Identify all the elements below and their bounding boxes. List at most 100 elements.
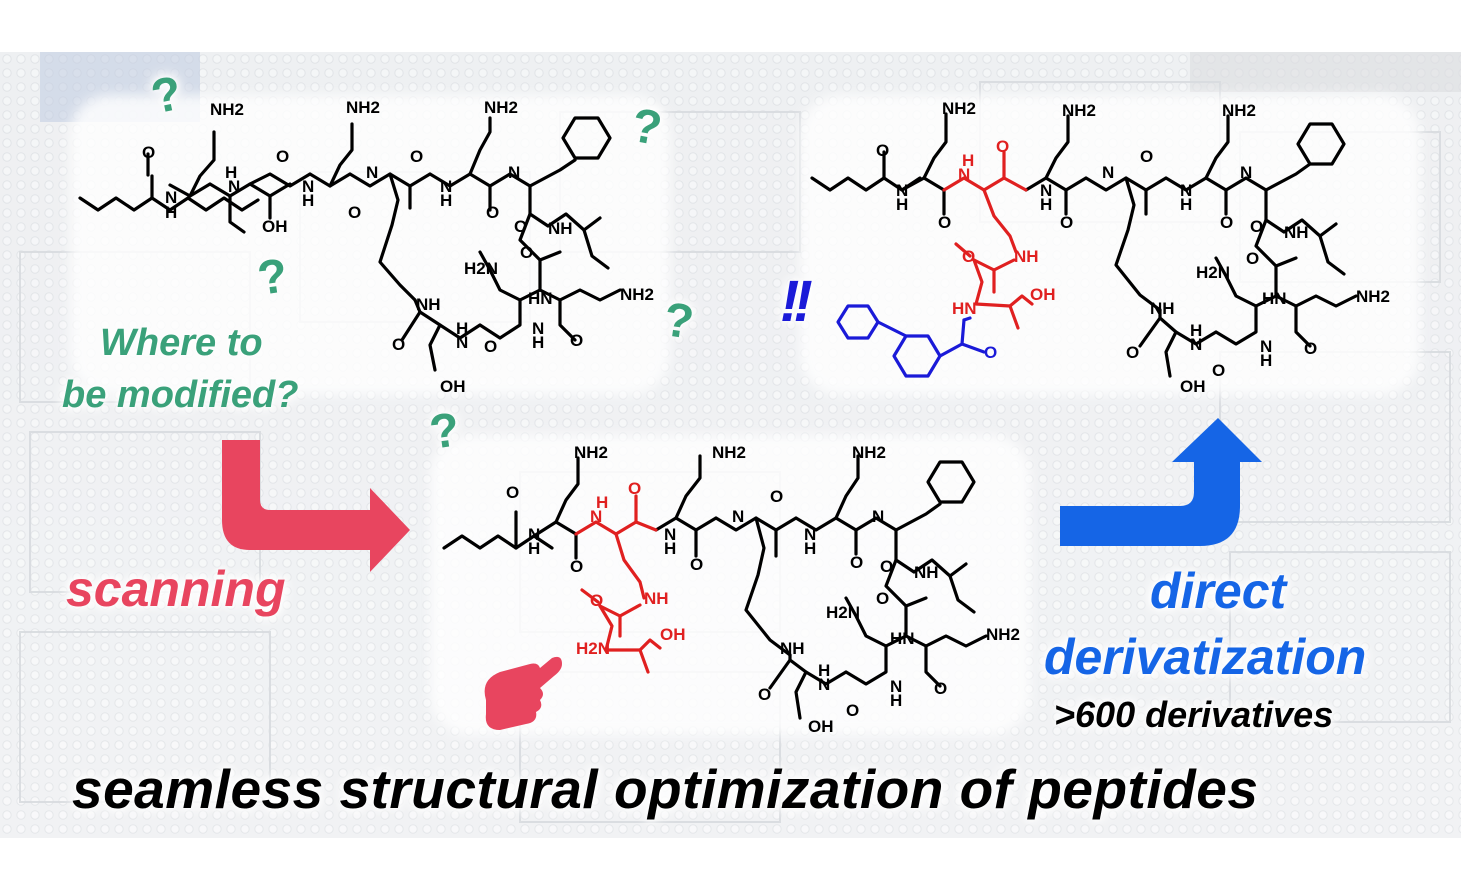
svg-text:O: O [1250,217,1263,236]
peptide-original [78,116,622,372]
svg-text:NH2: NH2 [346,98,380,117]
where-to-modify-text: Where to [100,322,263,364]
svg-text:HN: HN [890,629,915,648]
svg-text:NH2: NH2 [852,443,886,462]
svg-text:O: O [876,141,889,160]
scanning-label: scanning [66,561,286,617]
where-to-modify-text-line2: be modified? [62,374,299,416]
svg-text:H: H [890,691,902,710]
derivatives-count: >600 derivatives [1054,694,1334,735]
svg-text:O: O [392,335,405,354]
svg-text:O: O [996,137,1009,156]
svg-text:H2N: H2N [576,639,610,658]
svg-text:O: O [1060,213,1073,232]
svg-text:O: O [1126,343,1139,362]
svg-text:O: O [880,557,893,576]
svg-text:N: N [1260,337,1272,356]
svg-text:NH2: NH2 [574,443,608,462]
svg-text:O: O [590,591,603,610]
svg-text:O: O [876,589,889,608]
svg-text:N: N [818,675,830,694]
svg-text:N: N [228,177,240,196]
svg-text:O: O [934,679,947,698]
svg-text:H: H [528,539,540,558]
svg-text:H: H [532,333,544,352]
svg-text:O: O [486,203,499,222]
svg-text:O: O [410,147,423,166]
svg-text:NH2: NH2 [1356,287,1390,306]
svg-text:O: O [570,557,583,576]
svg-text:N: N [732,507,744,526]
svg-text:H: H [1260,351,1272,370]
svg-text:OH: OH [808,717,834,736]
svg-text:N: N [508,163,520,182]
svg-text:OH: OH [262,217,288,236]
svg-text:OH: OH [440,377,466,396]
svg-text:O: O [984,343,997,362]
svg-text:N: N [532,319,544,338]
svg-text:O: O [1246,249,1259,268]
svg-text:O: O [962,247,975,266]
biphenyl-group [836,304,986,378]
svg-text:N: N [890,677,902,696]
svg-text:HN: HN [528,289,553,308]
svg-text:N: N [1040,181,1052,200]
peptide-scanned [442,454,988,720]
svg-text:H: H [440,191,452,210]
svg-text:O: O [758,685,771,704]
svg-text:O: O [348,203,361,222]
svg-text:NH2: NH2 [712,443,746,462]
peptide-derivatized-modification [942,150,1034,330]
svg-text:N: N [1190,335,1202,354]
svg-text:O: O [570,331,583,350]
svg-text:NH: NH [1014,247,1039,266]
svg-text:N: N [1180,181,1192,200]
svg-text:O: O [1140,147,1153,166]
svg-text:H: H [1190,321,1202,340]
svg-text:H: H [896,195,908,214]
svg-text:H: H [962,151,974,170]
svg-text:NH: NH [780,639,805,658]
svg-text:O: O [690,555,703,574]
svg-text:HN: HN [952,299,977,318]
exclamation-mark: !! [780,269,813,334]
svg-text:O: O [938,213,951,232]
svg-text:N: N [165,188,177,207]
curved-arrow-right-icon [222,440,410,572]
svg-text:OH: OH [1030,285,1056,304]
svg-text:N: N [440,177,452,196]
svg-text:NH2: NH2 [942,99,976,118]
bottom-title: seamless structural optimization of pept… [72,758,1259,820]
svg-text:O: O [770,487,783,506]
peptide-derivatized [810,112,1358,378]
peptide-derivatized-atoms: O N H NH2 O N H NH2 O N O N H NH2 O N O … [876,99,1390,396]
svg-text:H2N: H2N [826,603,860,622]
svg-text:O: O [846,701,859,720]
svg-text:NH2: NH2 [1222,101,1256,120]
svg-text:N: N [528,525,540,544]
svg-text:N: N [804,525,816,544]
peptide-original-atoms: O N H NH2 H N OH O N H NH2 O N O N H NH2… [142,98,654,396]
svg-text:O: O [506,483,519,502]
peptide-scanned-red-atoms: N H O NH O H2N OH [576,479,686,658]
svg-text:O: O [850,553,863,572]
svg-text:H: H [804,539,816,558]
svg-text:OH: OH [1180,377,1206,396]
svg-text:NH2: NH2 [484,98,518,117]
svg-text:O: O [514,217,527,236]
peptide-scanned-modification [574,494,662,674]
svg-text:O: O [484,337,497,356]
svg-text:N: N [456,333,468,352]
svg-text:N: N [1240,163,1252,182]
peptide-scanned-atoms: O N H NH2 O N H NH2 O N O N H NH2 O N O … [506,443,1020,736]
svg-text:O: O [1220,213,1233,232]
svg-text:NH: NH [1284,223,1309,242]
svg-text:H: H [664,539,676,558]
svg-text:HN: HN [1262,289,1287,308]
svg-text:NH: NH [416,295,441,314]
svg-text:O: O [1304,339,1317,358]
svg-text:H: H [596,493,608,512]
svg-text:NH2: NH2 [1062,101,1096,120]
svg-text:NH2: NH2 [620,285,654,304]
biphenyl-atoms: O [984,343,997,362]
